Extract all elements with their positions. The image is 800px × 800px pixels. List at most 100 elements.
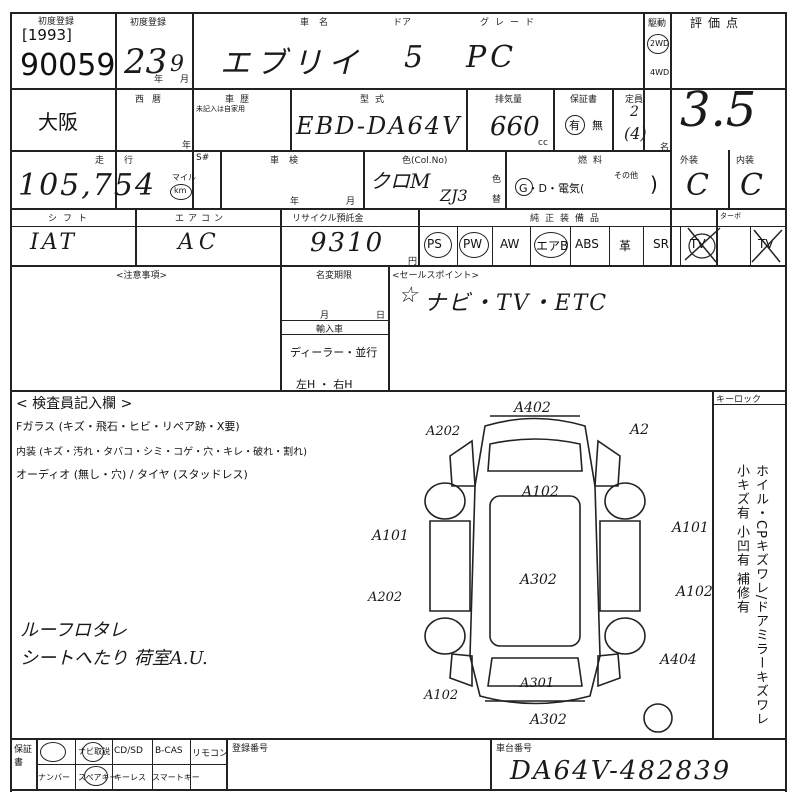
footer-div-e — [190, 738, 191, 789]
lot-number: 90059 — [20, 48, 116, 83]
recycle: 9310 — [310, 228, 385, 258]
footer-cd: CD/SD — [114, 746, 143, 756]
inspection-month: 月 — [346, 197, 356, 207]
footer-left-label: 保証書 — [14, 745, 33, 768]
equip-div-6 — [643, 226, 644, 265]
inspector-interior: 内装 (キズ・汚れ・タバコ・シミ・コゲ・穴・キレ・破れ・割れ) — [16, 447, 307, 458]
history-note: 未記入は自家用 — [196, 105, 245, 113]
mark-a202-left: A202 — [368, 590, 403, 605]
row4-label-line — [10, 226, 787, 227]
handwritten-note-1: ルーフロタレ — [20, 620, 127, 641]
turbo-label: ターボ — [720, 212, 741, 220]
mark-a102-rear: A102 — [424, 688, 459, 703]
frame-top — [10, 12, 787, 14]
steering: 左H ・ 右H — [296, 378, 353, 391]
sales-star: ☆ — [398, 283, 418, 308]
col-divider-a — [115, 12, 117, 208]
equip-div-1 — [457, 226, 458, 265]
inspection-label: 車検 — [270, 156, 309, 166]
drive-4wd: 4WD — [650, 68, 670, 77]
col-divider-r — [280, 265, 282, 390]
col-divider-q — [716, 208, 718, 265]
capacity-paren: (4) — [624, 124, 647, 143]
footer-div-d — [152, 738, 153, 789]
mark-a402: A402 — [514, 400, 551, 416]
capacity-label: 定員 — [625, 95, 644, 105]
mark-a202-front: A202 — [426, 424, 461, 439]
footer-navi: ナビ取説 — [78, 747, 110, 756]
equip-div-5 — [609, 226, 610, 265]
exterior-label: 外装 — [680, 156, 699, 166]
grade-label: グレード — [480, 18, 541, 28]
footer-div-a — [36, 738, 38, 789]
col-divider-g — [553, 88, 555, 150]
col-divider-m — [728, 150, 730, 208]
mileage-label: 走行 — [95, 156, 154, 166]
footer-keyless: キーレス — [114, 773, 146, 782]
seireki-label: 西暦 — [135, 95, 170, 105]
equip-ps-circle — [424, 232, 452, 258]
history-label: 車歴 — [225, 95, 256, 105]
col-divider-l — [505, 150, 507, 208]
frame-bottom — [10, 789, 787, 791]
exterior-grade: C — [686, 168, 709, 203]
sales-point-label: <セールスポイント> — [392, 271, 480, 281]
row-divider-5 — [10, 390, 787, 392]
equip-div-3 — [530, 226, 531, 265]
fuel-close: ) — [650, 172, 658, 196]
footer-div-f — [226, 738, 228, 789]
warranty-label: 保証書 — [570, 95, 598, 105]
col-divider-c — [643, 12, 645, 150]
reg-month: 9 — [170, 52, 184, 77]
first-reg-label-2: 初度登録 — [130, 18, 167, 28]
name-change-day: 日 — [376, 311, 386, 321]
displacement-label: 排気量 — [495, 95, 523, 105]
drive-2wd-circle — [647, 34, 669, 54]
footer-div-b — [75, 738, 76, 789]
col-divider-e — [290, 88, 292, 150]
sales-point: ナビ・TV・ETC — [424, 291, 609, 316]
equip-leather: 革 — [619, 239, 632, 253]
equip-pw-circle — [459, 232, 489, 258]
month-unit: 月 — [180, 75, 190, 85]
first-reg-label: 初度登録 — [38, 17, 75, 27]
import-dealer: ディーラー・並行 — [290, 346, 378, 359]
col-divider-t — [712, 390, 714, 738]
mileage: 105,754 — [18, 168, 157, 203]
color-label: 色(Col.No) — [402, 156, 448, 166]
equip-aw: AW — [500, 237, 520, 251]
warranty-yes: 有 — [569, 119, 580, 132]
footer-number: ナンバー — [38, 773, 70, 782]
year-unit: 年 — [154, 75, 164, 85]
equip-div-8 — [750, 226, 751, 265]
capacity: 2 — [630, 104, 639, 120]
footer-div-g — [490, 738, 492, 789]
col-divider-d — [670, 12, 672, 265]
score: 3.5 — [680, 82, 757, 138]
mark-a2: A2 — [630, 422, 650, 438]
color-code: ZJ3 — [440, 186, 468, 205]
col-divider-s — [388, 265, 390, 390]
frame-left — [10, 12, 12, 792]
color-side-2: 替 — [492, 195, 502, 205]
equip-abs: ABS — [575, 237, 599, 251]
col-divider-b — [192, 12, 194, 150]
col-divider-o — [280, 208, 282, 265]
notes-line-2 — [280, 334, 388, 335]
capacity-unit: 名 — [660, 143, 670, 153]
equip-airbag: エアB — [536, 239, 569, 253]
row-divider-2 — [10, 150, 670, 152]
equip-pw: PW — [463, 237, 483, 251]
ac-label: エアコン — [175, 214, 228, 224]
col-divider-n — [135, 208, 137, 265]
recycle-label: リサイクル預託金 — [292, 214, 364, 224]
drive-2wd: 2WD — [650, 39, 670, 48]
car-name-label: 車名 — [300, 18, 339, 28]
equip-crossout-marks — [684, 227, 783, 263]
mark-a101-right: A101 — [672, 520, 709, 536]
inspector-title: < 検査員記入欄 > — [16, 396, 133, 412]
fuel-options: G・D・電気( — [519, 182, 585, 195]
mark-a102-right: A102 — [676, 584, 713, 600]
mark-a302-body: A302 — [520, 572, 557, 588]
mile-unit: マイル — [172, 173, 196, 182]
